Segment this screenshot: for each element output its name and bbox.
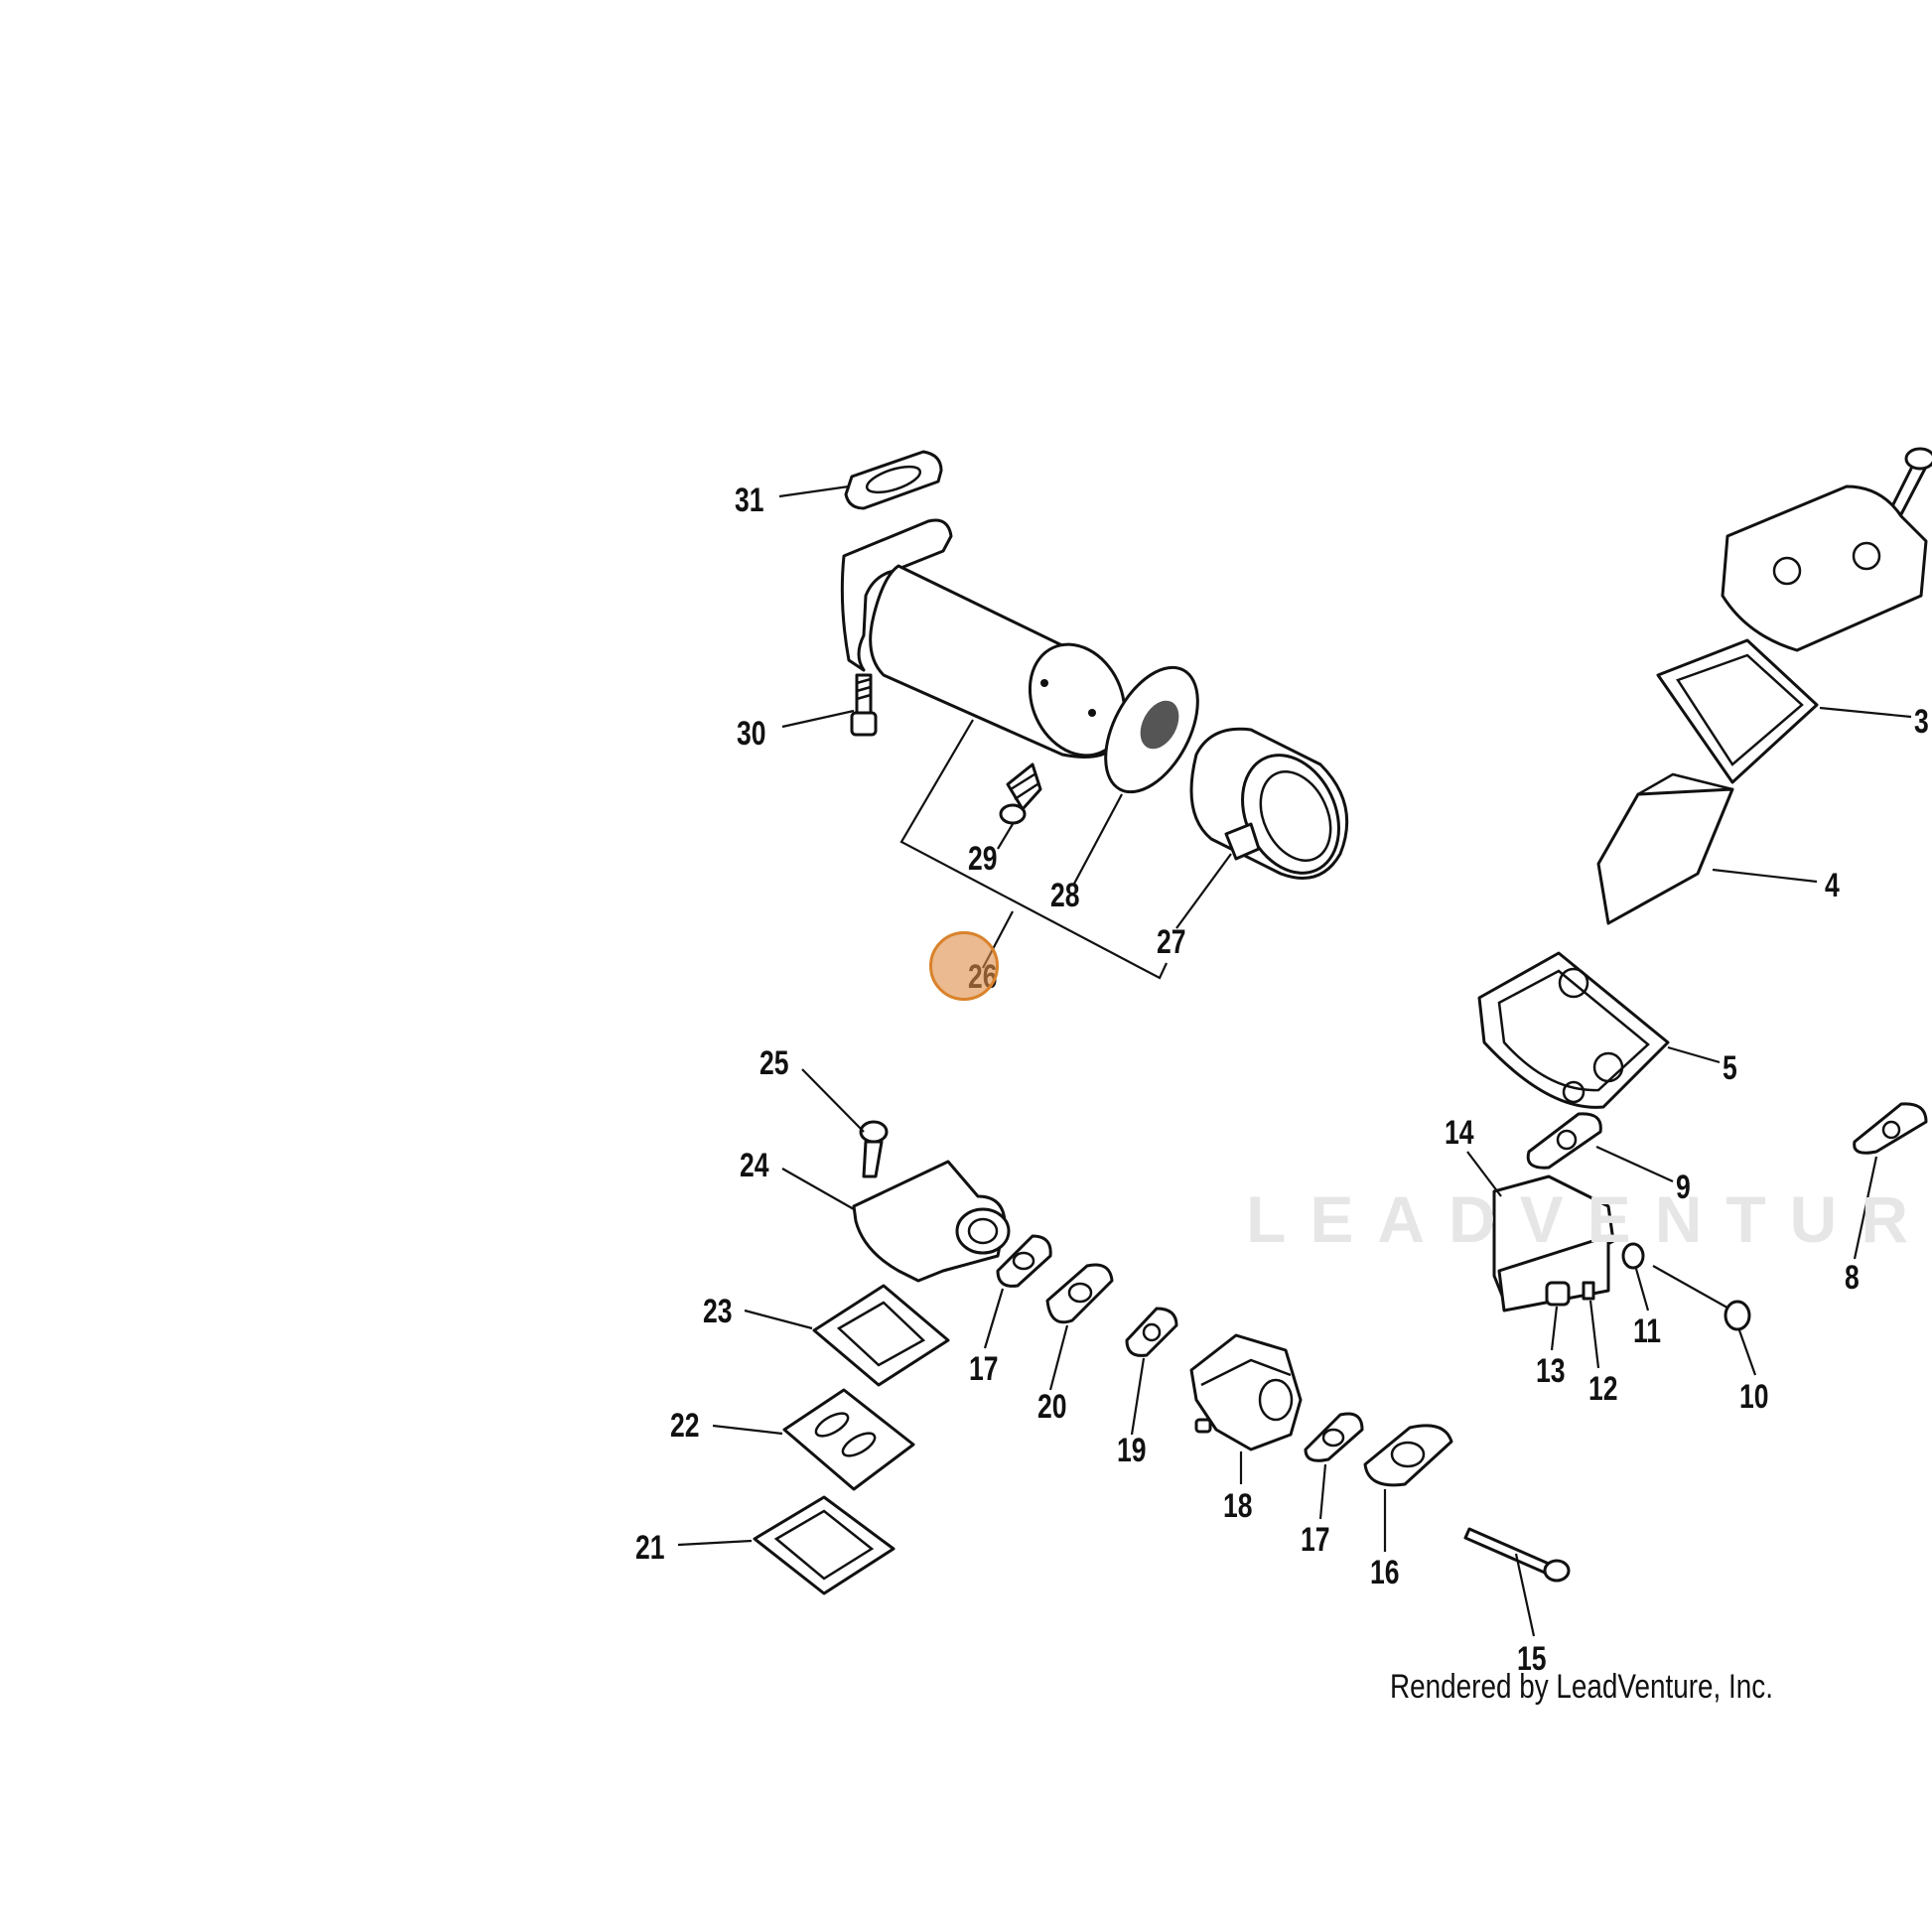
cover-gasket-3[interactable] xyxy=(1656,638,1819,784)
leader-line-4 xyxy=(1712,868,1818,884)
leader-line-13 xyxy=(1550,1306,1559,1351)
air-cleaner-cover[interactable] xyxy=(1721,484,1928,652)
callout-13[interactable]: 13 xyxy=(1536,1352,1566,1390)
leader-line-20 xyxy=(1048,1324,1069,1391)
watermark-text: LEADVENTURE xyxy=(1246,1182,1932,1256)
callout-3[interactable]: 3 xyxy=(1914,703,1929,741)
callout-20[interactable]: 20 xyxy=(1037,1388,1067,1426)
hotspot-26-marker[interactable] xyxy=(929,931,999,1001)
callout-28[interactable]: 28 xyxy=(1050,877,1080,914)
spacer-20[interactable] xyxy=(1045,1263,1114,1324)
bracket-14[interactable] xyxy=(1492,1174,1615,1312)
gasket-17-right[interactable] xyxy=(1304,1412,1364,1462)
callout-9[interactable]: 9 xyxy=(1676,1169,1691,1206)
callout-17b[interactable]: 17 xyxy=(1301,1521,1330,1559)
callout-11[interactable]: 11 xyxy=(1633,1312,1661,1350)
leader-line-15 xyxy=(1514,1553,1536,1637)
leader-line-25 xyxy=(801,1068,865,1133)
muffler-cap-27[interactable] xyxy=(1189,727,1357,889)
leader-line-22 xyxy=(712,1424,783,1436)
gasket-23[interactable] xyxy=(812,1284,950,1387)
leader-line-29 xyxy=(997,823,1014,850)
leader-line-28 xyxy=(1073,793,1123,885)
leader-line-10 xyxy=(1737,1329,1757,1376)
callout-4[interactable]: 4 xyxy=(1825,867,1840,904)
spark-arrester-screen-28[interactable] xyxy=(1087,652,1217,807)
callout-14[interactable]: 14 xyxy=(1445,1114,1474,1152)
leader-line-17b xyxy=(1318,1463,1327,1520)
part-12[interactable] xyxy=(1582,1281,1595,1301)
callout-25[interactable]: 25 xyxy=(759,1044,789,1082)
air-filter-element-4[interactable] xyxy=(1596,772,1734,925)
callout-12[interactable]: 12 xyxy=(1588,1370,1618,1408)
callout-16[interactable]: 16 xyxy=(1370,1554,1400,1591)
cleaner-cover-bolt[interactable] xyxy=(1889,447,1932,516)
gasket-19[interactable] xyxy=(1125,1307,1178,1357)
leader-line-21 xyxy=(677,1539,753,1547)
callout-21[interactable]: 21 xyxy=(635,1529,665,1567)
callout-8[interactable]: 8 xyxy=(1845,1259,1860,1297)
leader-line-31 xyxy=(778,484,850,498)
callout-15[interactable]: 15 xyxy=(1517,1640,1547,1678)
gasket-8[interactable] xyxy=(1853,1102,1928,1155)
bolt-10[interactable] xyxy=(1652,1265,1751,1331)
leader-line-3 xyxy=(1819,706,1912,719)
leader-line-11 xyxy=(1634,1268,1650,1311)
muffler-body[interactable] xyxy=(840,518,1142,771)
callout-22[interactable]: 22 xyxy=(670,1407,700,1445)
callout-29[interactable]: 29 xyxy=(968,840,998,878)
leader-line-17a xyxy=(983,1288,1005,1349)
air-cleaner-base-5[interactable] xyxy=(1477,951,1670,1109)
leader-line-30 xyxy=(781,709,855,729)
callout-10[interactable]: 10 xyxy=(1739,1378,1769,1416)
gasket-17-left[interactable] xyxy=(996,1234,1052,1288)
carburetor-18[interactable] xyxy=(1189,1333,1303,1451)
callout-17a[interactable]: 17 xyxy=(969,1350,999,1388)
insulator-22[interactable] xyxy=(782,1388,915,1491)
muffler-bolt-30[interactable] xyxy=(850,673,878,737)
gasket-9[interactable] xyxy=(1526,1112,1602,1170)
leader-line-8 xyxy=(1853,1156,1878,1260)
bolt-25[interactable] xyxy=(859,1120,889,1178)
callout-27[interactable]: 27 xyxy=(1157,923,1186,961)
callout-30[interactable]: 30 xyxy=(737,715,766,753)
muffler-screw-29[interactable] xyxy=(999,762,1042,825)
callout-18[interactable]: 18 xyxy=(1223,1487,1253,1525)
leader-line-14 xyxy=(1466,1151,1502,1197)
leader-line-9 xyxy=(1595,1145,1674,1183)
leader-line-24 xyxy=(781,1168,855,1210)
leader-line-27 xyxy=(1175,853,1232,929)
bolt-15[interactable] xyxy=(1463,1527,1571,1583)
gasket-21[interactable] xyxy=(753,1495,896,1595)
leader-line-5 xyxy=(1667,1045,1721,1064)
credit-text: Rendered by LeadVenture, Inc. xyxy=(1390,1668,1773,1706)
callout-19[interactable]: 19 xyxy=(1117,1432,1147,1469)
leader-line-23 xyxy=(744,1309,813,1330)
callout-24[interactable]: 24 xyxy=(740,1147,769,1184)
leader-line-19 xyxy=(1130,1357,1146,1436)
leader-line-12 xyxy=(1588,1300,1600,1369)
part-13[interactable] xyxy=(1545,1281,1571,1307)
callout-23[interactable]: 23 xyxy=(703,1293,733,1330)
spacer-16[interactable] xyxy=(1363,1424,1453,1487)
callout-31[interactable]: 31 xyxy=(735,482,764,519)
callout-5[interactable]: 5 xyxy=(1723,1049,1737,1087)
muffler-gasket-31[interactable] xyxy=(844,450,943,510)
nut-11[interactable] xyxy=(1621,1242,1645,1270)
intake-pipe-24[interactable] xyxy=(852,1160,1011,1283)
